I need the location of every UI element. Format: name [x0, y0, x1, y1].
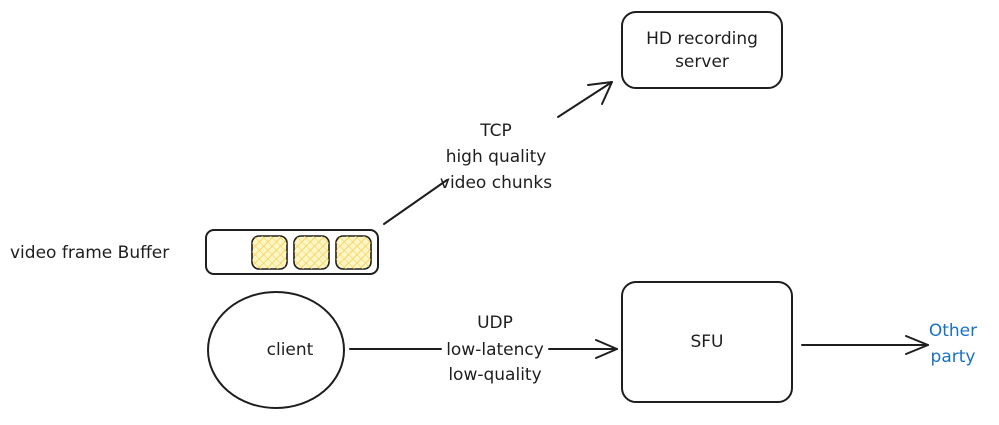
- tcp-label-line1: TCP: [479, 121, 512, 141]
- tcp-label-line2: high quality: [446, 147, 547, 167]
- recording-server-label-line1: HD recording: [646, 29, 758, 49]
- buffer-frame: [293, 235, 330, 270]
- other-party-label-line2: party: [931, 347, 976, 367]
- udp-arrow: [349, 339, 618, 359]
- buffer-frame: [335, 235, 372, 270]
- sfu-node[interactable]: SFU: [621, 281, 793, 403]
- buffer-label: video frame Buffer: [10, 243, 169, 263]
- tcp-label: TCP high quality video chunks: [440, 121, 552, 193]
- client-node[interactable]: client: [207, 291, 345, 409]
- sfu-to-other-party-arrow: [801, 335, 929, 355]
- sfu-label: SFU: [690, 332, 723, 352]
- video-frame-buffer[interactable]: [205, 229, 379, 275]
- udp-label-line3: low-quality: [448, 365, 541, 385]
- udp-label-line2: low-latency: [446, 340, 544, 360]
- other-party-link[interactable]: Other party: [929, 321, 977, 367]
- recording-server-node[interactable]: HD recording server: [621, 11, 783, 89]
- tcp-label-line3: video chunks: [440, 173, 552, 193]
- udp-label-line1: UDP: [477, 313, 513, 333]
- buffer-frame: [251, 235, 288, 270]
- udp-label: UDP low-latency low-quality: [446, 313, 544, 385]
- client-label: client: [267, 340, 314, 360]
- tcp-arrow: [383, 81, 613, 225]
- recording-server-label-line2: server: [675, 52, 729, 72]
- other-party-label-line1: Other: [929, 321, 977, 341]
